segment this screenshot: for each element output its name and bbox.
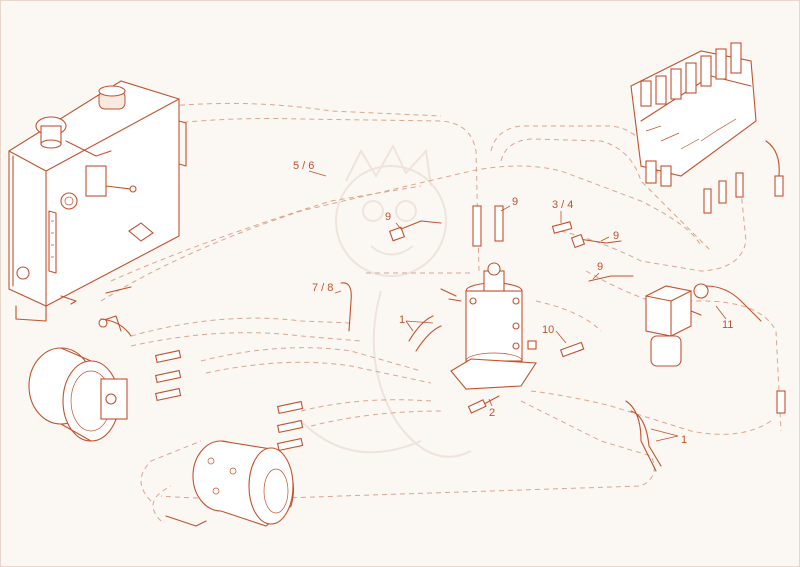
watermark-logo (300, 143, 472, 458)
fitting-group-left (154, 349, 304, 452)
hose-routing-lines (100, 102, 782, 522)
travel-motor-bottom (192, 440, 295, 527)
pilot-valve (645, 283, 762, 367)
label-1-right: 1 (681, 434, 687, 446)
label-1-left: 1 (399, 314, 405, 326)
rotary-joint (440, 262, 537, 390)
fittings (100, 205, 786, 527)
label-5-6: 5 / 6 (293, 160, 314, 172)
label-9-c: 9 (613, 230, 619, 242)
label-9-a: 9 (385, 211, 391, 223)
hydraulic-tank (8, 80, 187, 322)
label-9-b: 9 (512, 196, 518, 208)
label-7-8: 7 / 8 (312, 282, 333, 294)
label-3-4: 3 / 4 (552, 199, 573, 211)
leader-lines (308, 170, 727, 442)
callout-labels: 1 1 2 3 / 4 5 / 6 7 / 8 9 9 9 9 10 11 (293, 160, 733, 446)
travel-motor-left (28, 315, 128, 442)
label-11: 11 (722, 319, 733, 331)
label-9-d: 9 (597, 261, 603, 273)
label-10: 10 (542, 324, 554, 336)
label-2: 2 (489, 407, 495, 419)
control-valve-block (630, 42, 784, 214)
